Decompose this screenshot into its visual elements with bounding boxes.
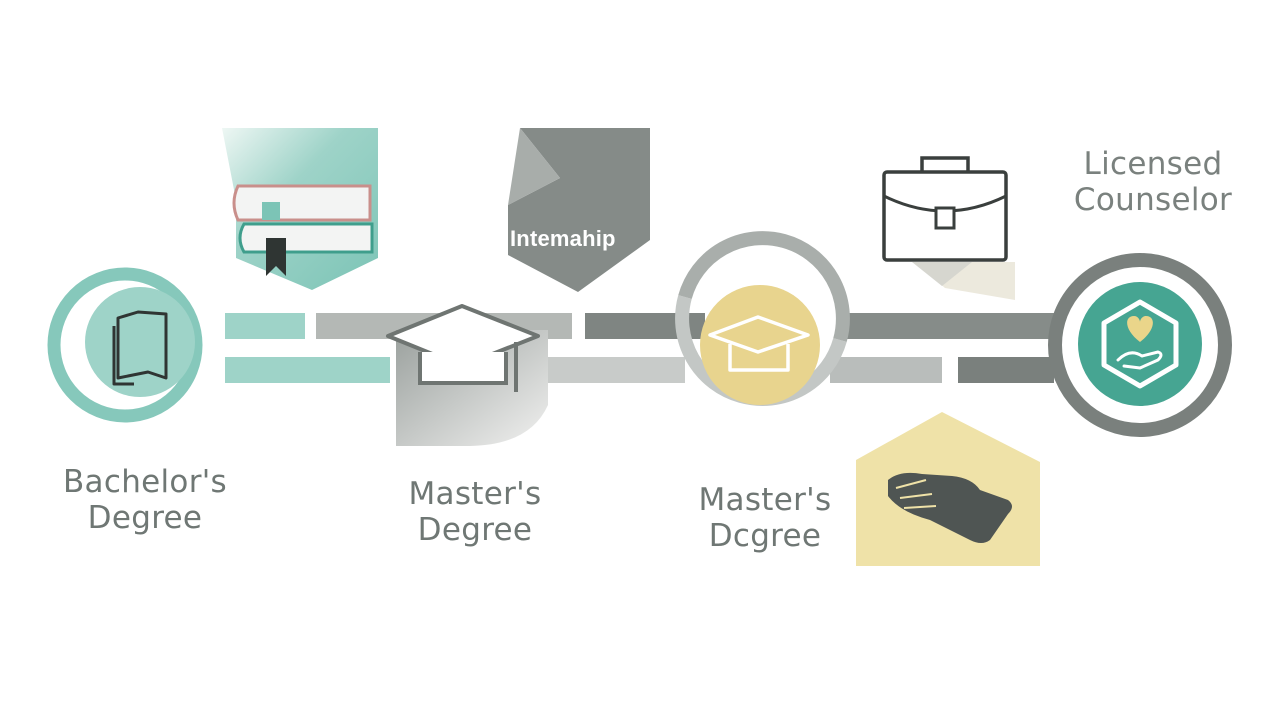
node-masters-1 xyxy=(386,304,548,446)
label-line-1: Master's xyxy=(698,482,832,518)
internship-label: Intemahip xyxy=(510,226,616,251)
connector-bars xyxy=(225,313,1055,383)
label-line-2: Degree xyxy=(417,512,533,548)
connector-gray-lower-3 xyxy=(958,357,1054,383)
connector-teal-upper xyxy=(225,313,305,339)
helping-hand-icon xyxy=(856,412,1040,566)
label-licensed-counselor: Licensed Counselor xyxy=(1048,146,1258,218)
label-line-1: Bachelor's xyxy=(62,464,228,500)
connector-gray-lower-2 xyxy=(830,357,942,383)
graduation-cap-icon xyxy=(386,304,540,392)
label-masters-degree-2: Master's Dcgree xyxy=(660,482,870,554)
connector-gray-upper-3 xyxy=(840,313,1055,339)
label-line-2: Degree xyxy=(87,500,203,536)
node-bachelor xyxy=(47,267,203,423)
label-line-1: Licensed xyxy=(1083,146,1223,182)
briefcase-icon xyxy=(882,156,1015,300)
label-line-2: Counselor xyxy=(1073,182,1233,218)
label-masters-degree-1: Master's Degree xyxy=(370,476,580,548)
connector-teal-lower xyxy=(225,357,390,383)
internship-banner xyxy=(508,128,650,292)
heart-hand-icon xyxy=(1116,316,1163,370)
connector-gray-lower-1 xyxy=(545,357,685,383)
open-book-icon xyxy=(112,310,168,386)
label-line-2: Dcgree xyxy=(708,518,822,554)
label-bachelors-degree: Bachelor's Degree xyxy=(40,464,250,536)
node-masters-2 xyxy=(675,231,850,406)
graduation-cap-icon xyxy=(708,315,810,372)
books-icon xyxy=(222,128,378,290)
node-licensed xyxy=(1048,253,1232,437)
label-line-1: Master's xyxy=(408,476,542,512)
